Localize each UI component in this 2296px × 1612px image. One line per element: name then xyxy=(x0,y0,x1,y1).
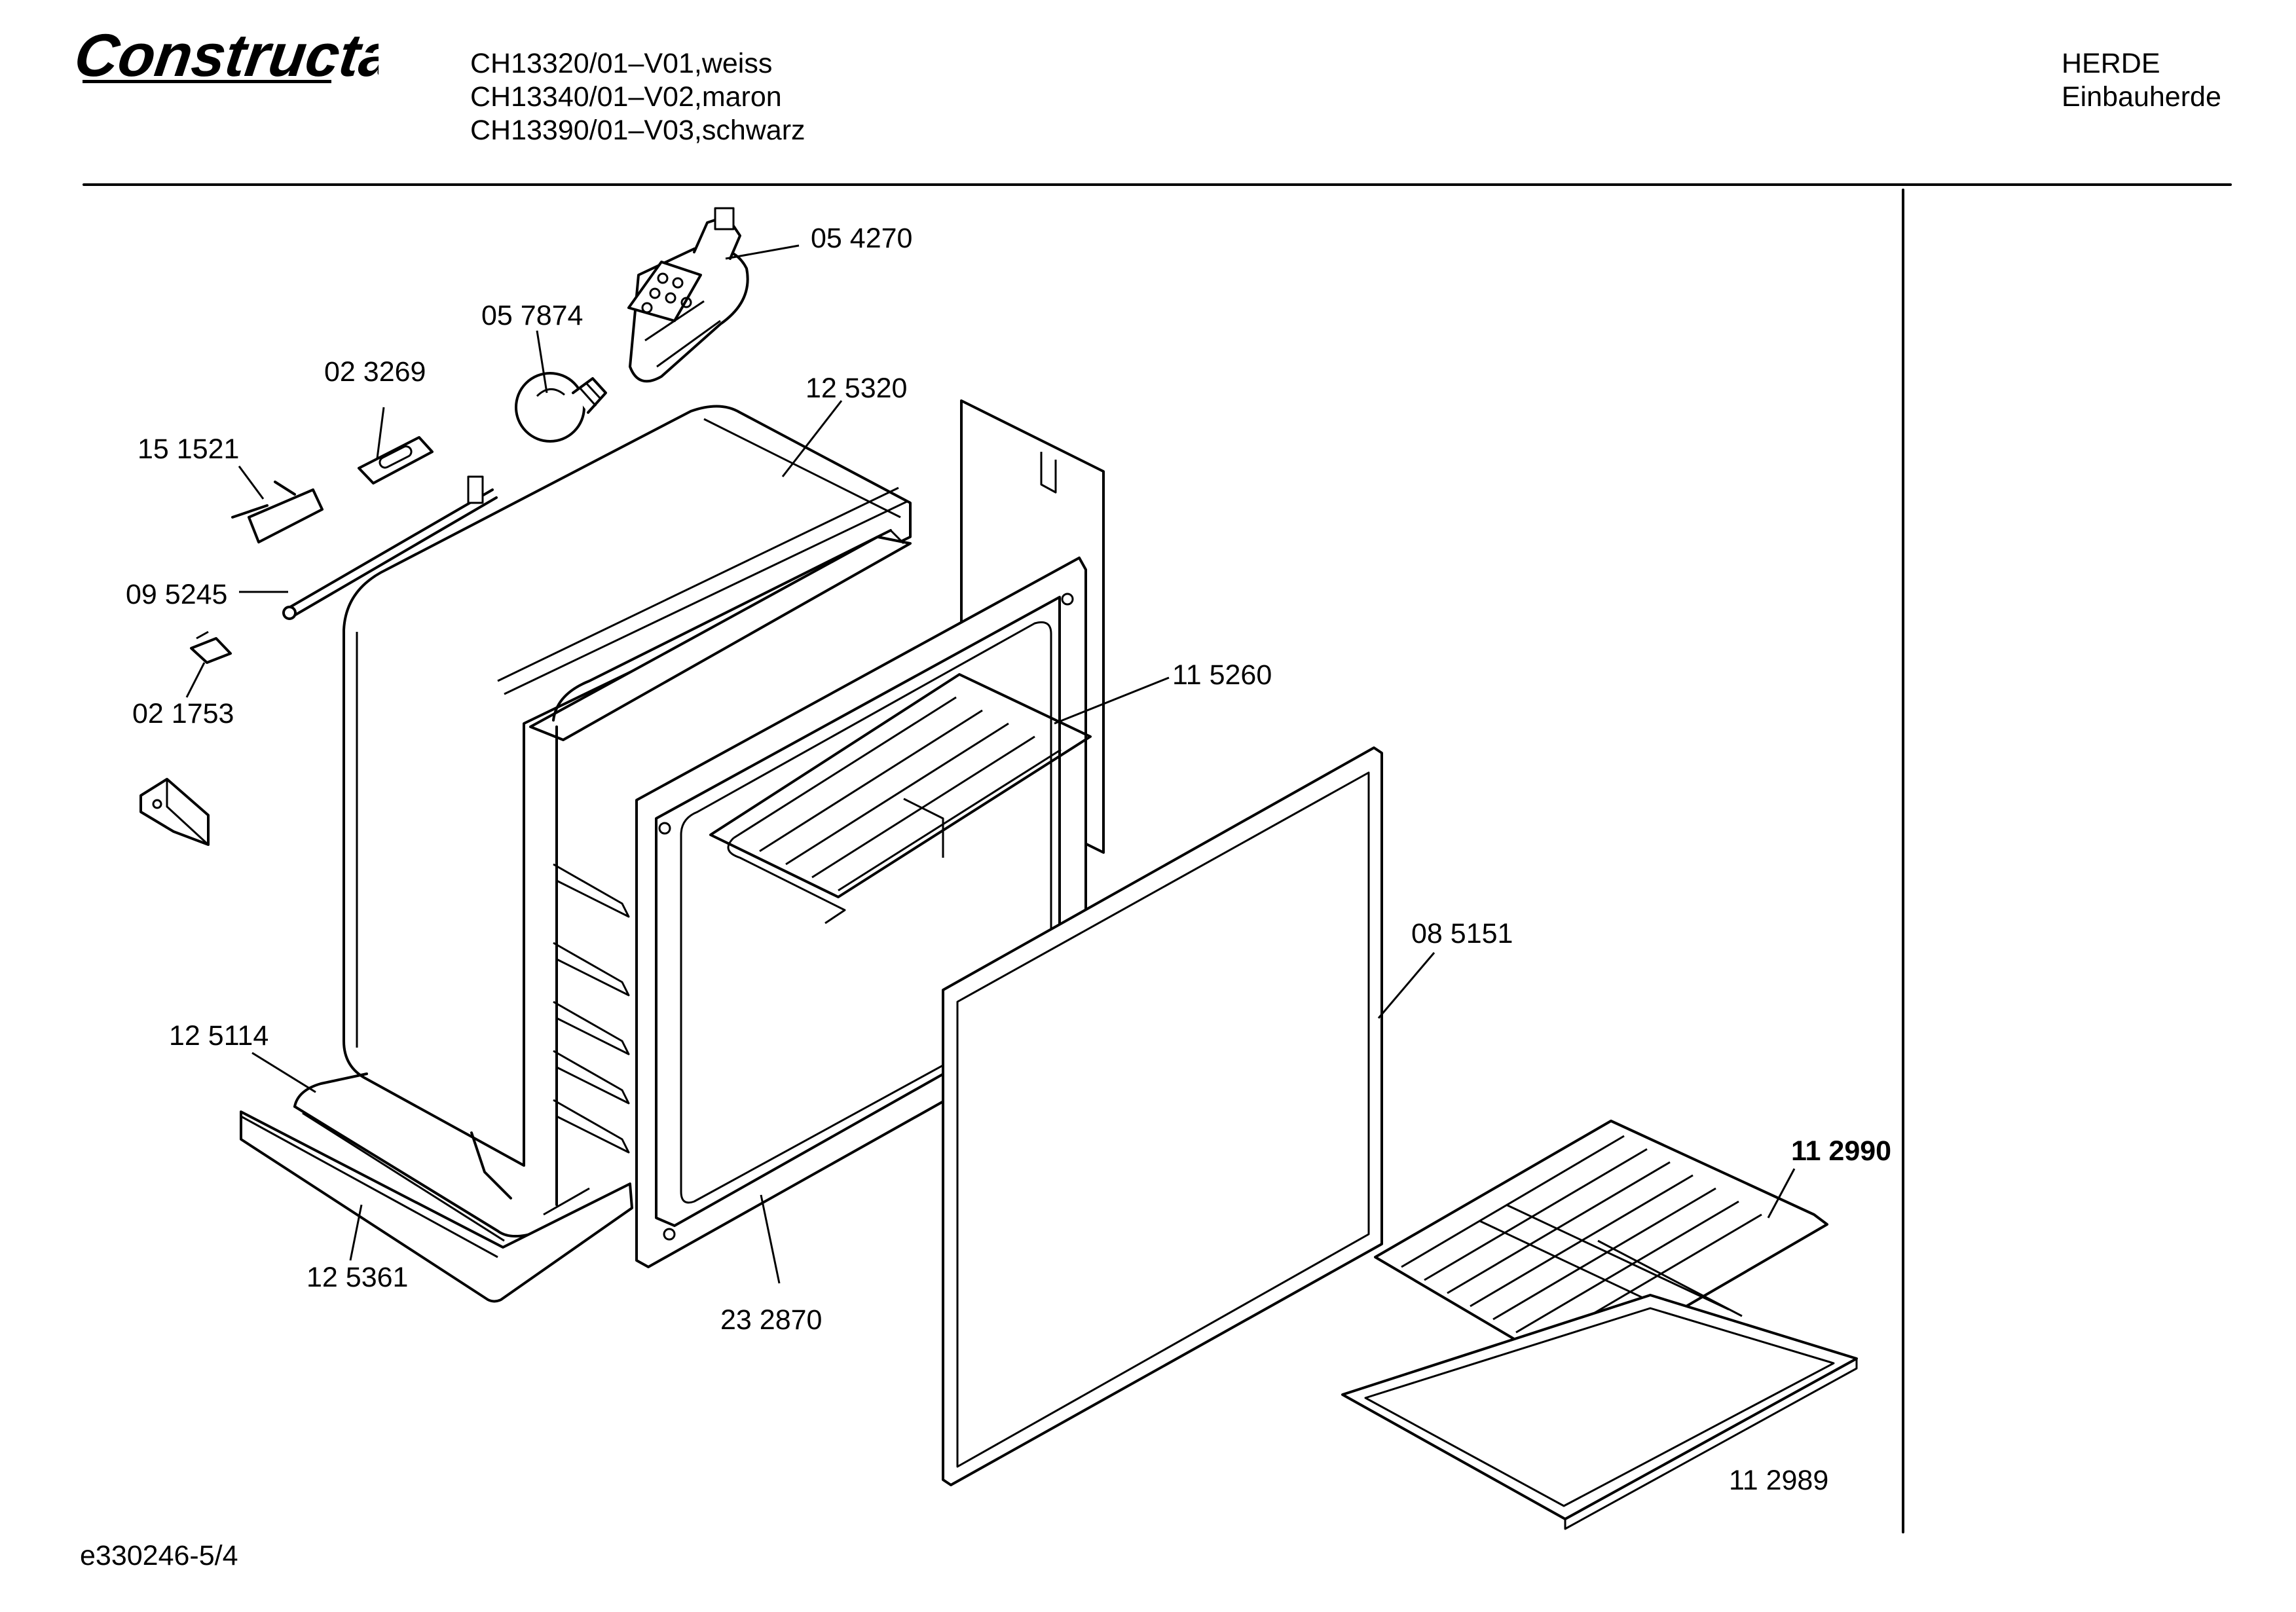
leader-125114 xyxy=(251,1052,316,1093)
brand-logo-mark: Constructa xyxy=(71,21,398,88)
model-list: CH13320/01–V01,weiss CH13340/01–V02,maro… xyxy=(470,47,805,147)
category-title: HERDE xyxy=(2062,48,2160,79)
part-label-112989: 11 2989 xyxy=(1729,1465,1828,1496)
part-bottom-trim xyxy=(240,1110,633,1303)
part-sensor-rod xyxy=(282,475,498,620)
leader-023269 xyxy=(376,407,385,459)
part-heating-element xyxy=(709,673,1092,925)
part-small-clip xyxy=(190,631,232,664)
part-label-023269: 02 3269 xyxy=(324,356,426,388)
part-angle-bracket xyxy=(139,778,210,846)
part-label-125361: 12 5361 xyxy=(306,1262,408,1293)
part-labels: 05 4270 05 7874 02 3269 12 5320 15 1521 … xyxy=(126,223,1891,1496)
part-label-112990: 11 2990 xyxy=(1791,1135,1891,1167)
part-clip-plate xyxy=(358,436,434,485)
part-label-057874: 05 7874 xyxy=(481,300,583,331)
brand-logo: Constructa xyxy=(71,21,398,91)
model-line: CH13320/01–V01,weiss xyxy=(470,48,773,79)
brand-logo-text: Constructa xyxy=(77,22,379,88)
part-lamp-bulb xyxy=(515,372,607,443)
part-label-054270: 05 4270 xyxy=(811,223,912,254)
part-label-151521: 15 1521 xyxy=(138,433,239,465)
leader-054270 xyxy=(725,244,800,260)
part-label-232870: 23 2870 xyxy=(720,1304,822,1336)
part-pin-bracket xyxy=(231,481,324,543)
part-label-125114: 12 5114 xyxy=(169,1020,268,1052)
leader-112990 xyxy=(1767,1168,1796,1218)
leader-125361 xyxy=(349,1204,363,1261)
brand-logo-underline xyxy=(83,80,331,83)
leader-057874 xyxy=(536,330,548,394)
leader-232870 xyxy=(760,1194,781,1284)
leader-021753 xyxy=(185,662,206,698)
model-line: CH13390/01–V03,schwarz xyxy=(470,115,805,146)
leader-085151 xyxy=(1377,952,1435,1019)
part-label-085151: 08 5151 xyxy=(1411,918,1513,949)
category-subtitle: Einbauherde xyxy=(2062,81,2221,113)
leader-115260 xyxy=(1054,676,1170,725)
part-oven-cavity xyxy=(529,529,1033,1206)
part-label-115260: 11 5260 xyxy=(1172,659,1272,691)
part-baking-tray xyxy=(1341,1294,1858,1530)
leader-151521 xyxy=(238,466,265,500)
drawing-code: e330246-5/4 xyxy=(80,1540,238,1571)
part-label-021753: 02 1753 xyxy=(132,698,234,729)
part-label-125320: 12 5320 xyxy=(805,373,907,404)
part-label-095245: 09 5245 xyxy=(126,579,227,610)
part-lamp-holder xyxy=(627,207,749,383)
category-block: HERDE Einbauherde xyxy=(2062,47,2221,114)
leader-lines xyxy=(185,244,1796,1284)
part-door-seal xyxy=(942,746,1383,1486)
model-line: CH13340/01–V02,maron xyxy=(470,81,782,113)
leader-125320 xyxy=(781,400,843,477)
